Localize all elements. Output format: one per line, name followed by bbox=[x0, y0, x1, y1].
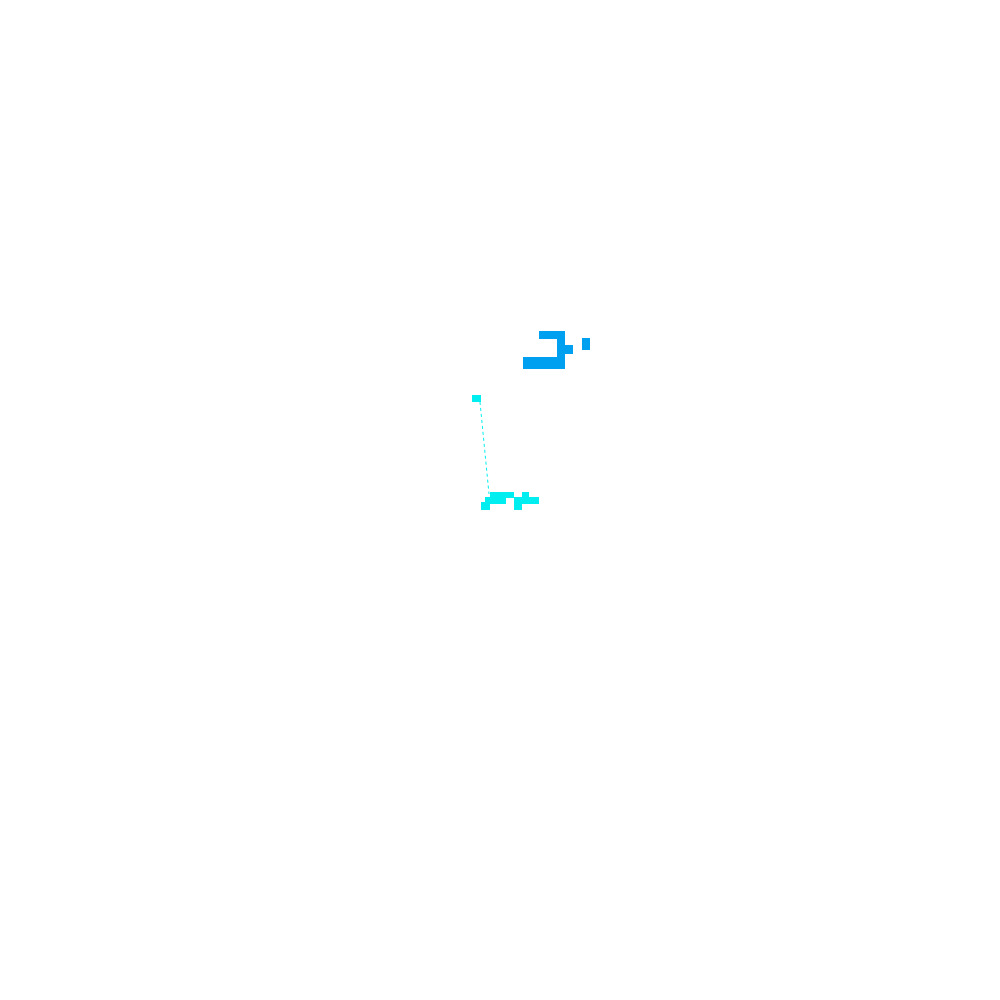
blue-pixel bbox=[557, 339, 565, 347]
blue-pixel bbox=[557, 353, 565, 358]
cyan-pixel bbox=[514, 497, 539, 504]
cyan-pixel bbox=[485, 497, 506, 504]
blue-pixel bbox=[557, 345, 573, 354]
cyan-pixel bbox=[522, 492, 529, 498]
blue-pixel bbox=[539, 331, 565, 339]
cyan-pixel bbox=[481, 502, 490, 510]
cyan-pixel-cluster-icon bbox=[481, 492, 539, 510]
blue-pixel bbox=[582, 338, 590, 350]
dashed-connector-line bbox=[479, 401, 490, 495]
blue-pixel-cluster-icon bbox=[523, 331, 590, 369]
blue-pixel bbox=[523, 357, 565, 369]
cyan-pixel bbox=[490, 492, 514, 498]
cyan-pixel bbox=[514, 502, 522, 510]
cyan-marker-icon bbox=[472, 395, 481, 402]
